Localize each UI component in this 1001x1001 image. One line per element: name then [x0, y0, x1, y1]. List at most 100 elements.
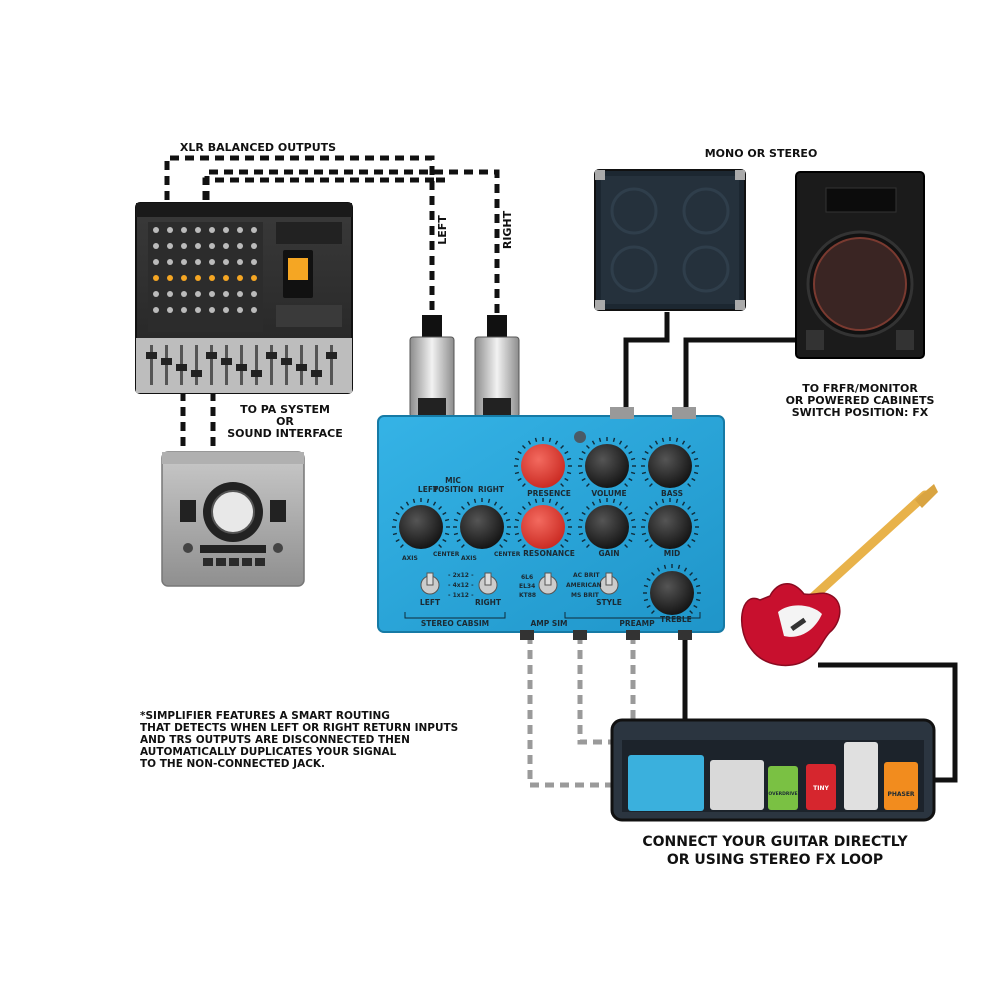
- knob-tick: [560, 505, 565, 510]
- mixer-fader-handle: [251, 370, 262, 377]
- pa-speaker: [795, 171, 925, 359]
- knob-tick: [432, 501, 437, 506]
- switch-style-label: STYLE: [596, 598, 622, 607]
- knob-tick: [444, 532, 450, 536]
- mixer-knob: [181, 275, 187, 281]
- speaker-cables: [623, 312, 805, 418]
- knob-tick: [560, 483, 565, 488]
- knob-tick: [564, 450, 569, 455]
- mixer-fader-handle: [146, 352, 157, 359]
- knob-tick: [581, 511, 586, 516]
- knob-tick: [687, 444, 692, 449]
- knob-tick: [687, 505, 692, 510]
- mixer-knob: [181, 227, 187, 233]
- fx-tiny: TINY: [813, 785, 829, 792]
- mixer-knob: [223, 275, 229, 281]
- guitar-cables: [682, 635, 958, 783]
- mixer-fader-handle: [221, 358, 232, 365]
- mixer-knob: [237, 259, 243, 265]
- knob-tick: [534, 437, 538, 443]
- knob-tick: [630, 471, 636, 475]
- knob-tick: [661, 498, 665, 504]
- volume-knob[interactable]: [585, 444, 629, 488]
- knob-tick: [560, 544, 565, 549]
- mixer-knob: [153, 307, 159, 313]
- center-left-label: CENTER: [433, 551, 460, 558]
- mic-left-label: LEFT: [418, 485, 439, 494]
- knob-tick: [527, 440, 532, 445]
- mic-label: MIC: [445, 476, 461, 485]
- electric-guitar: [740, 484, 938, 667]
- mixer-knob: [223, 243, 229, 249]
- knob-tick: [392, 532, 398, 536]
- amp-sim-label: AMP SIM: [530, 619, 567, 628]
- mixer-fader-handle: [206, 352, 217, 359]
- pedalboard: OVERDRIVE TINY PHASER: [610, 718, 936, 822]
- knob-tick: [442, 538, 447, 543]
- mid-knob[interactable]: [648, 505, 692, 549]
- mixer-knob: [237, 243, 243, 249]
- knob-tick: [591, 440, 596, 445]
- mixer-knob: [223, 227, 229, 233]
- presence-label: PRESENCE: [527, 489, 571, 498]
- knob-tick: [661, 437, 665, 443]
- knob-tick: [687, 544, 692, 549]
- resonance-knob[interactable]: [521, 505, 565, 549]
- treble-knob[interactable]: [650, 571, 694, 615]
- knob-tick: [399, 505, 404, 510]
- knob-tick: [585, 444, 590, 449]
- knob-tick: [646, 577, 651, 582]
- knob-tick: [630, 518, 636, 522]
- mixer-knob: [195, 291, 201, 297]
- mixer-knob: [195, 275, 201, 281]
- switch-left-label: LEFT: [420, 598, 441, 607]
- bass-knob[interactable]: [648, 444, 692, 488]
- knob-tick: [473, 498, 477, 504]
- knob-tick: [466, 501, 471, 506]
- mixer-knob: [153, 275, 159, 281]
- mixer-fader-handle: [191, 370, 202, 377]
- knob-tick: [581, 538, 586, 543]
- knob-tick: [628, 511, 633, 516]
- knob-tick: [675, 437, 679, 443]
- knob-tick: [681, 440, 686, 445]
- knob-tick: [554, 440, 559, 445]
- knob-tick: [399, 544, 404, 549]
- mixer-knob: [167, 243, 173, 249]
- knob-tick: [514, 457, 520, 461]
- knob-tick: [460, 544, 465, 549]
- mixer-fader-track: [330, 345, 333, 385]
- knob-tick: [691, 477, 696, 482]
- simplifier-pedal: PRESENCE VOLUME BASS RESONANCE GAIN MID …: [377, 407, 725, 640]
- knob-tick: [624, 444, 629, 449]
- mixer-knob: [237, 307, 243, 313]
- style-ac-brit: AC BRIT: [573, 572, 601, 579]
- mixer-knob: [195, 307, 201, 313]
- mixer-knob: [223, 259, 229, 265]
- knob-tick: [566, 532, 572, 536]
- knob-tick: [521, 505, 526, 510]
- mixer-fader-track: [210, 345, 213, 385]
- stereo-cabsim-label: STEREO CABSIM: [421, 619, 489, 628]
- mixer-knob: [251, 227, 257, 233]
- mic-left-knob[interactable]: [399, 505, 443, 549]
- knob-tick: [505, 518, 511, 522]
- mixer-knob: [181, 307, 187, 313]
- connect-line2: OR USING STEREO FX LOOP: [667, 852, 883, 868]
- toggle-switches[interactable]: [420, 572, 619, 595]
- mixer-knob: [237, 227, 243, 233]
- knob-tick: [548, 498, 552, 504]
- mixer-knob: [251, 243, 257, 249]
- mixer-fader-track: [270, 345, 273, 385]
- mixer-knob: [167, 227, 173, 233]
- knob-tick: [628, 538, 633, 543]
- presence-knob[interactable]: [521, 444, 565, 488]
- gain-knob[interactable]: [585, 505, 629, 549]
- mixer-fader-handle: [161, 358, 172, 365]
- knob-tick: [412, 498, 416, 504]
- mic-right-knob[interactable]: [460, 505, 504, 549]
- axis-right-label: AXIS: [461, 555, 477, 562]
- knob-tick: [456, 538, 461, 543]
- knob-tick: [693, 471, 699, 475]
- knob-tick: [693, 577, 698, 582]
